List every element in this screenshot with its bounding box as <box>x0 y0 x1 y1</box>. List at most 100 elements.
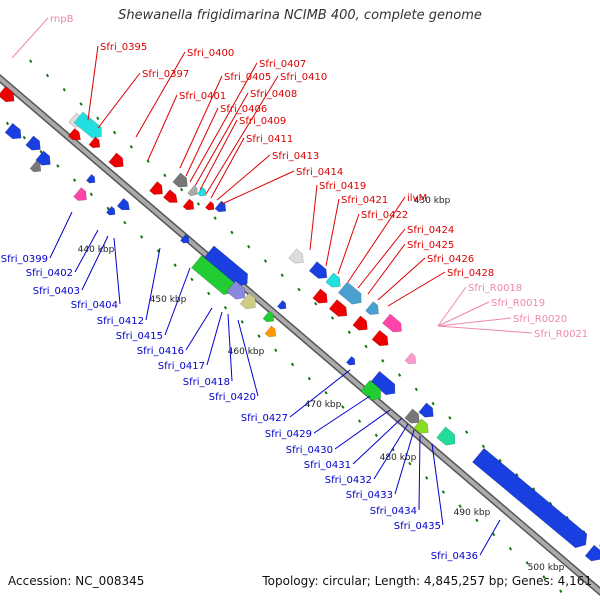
bottom-label-12: Sfri_0430 <box>286 445 333 456</box>
outer-tick-dot <box>431 401 435 406</box>
bottom-label-13-leader <box>352 417 403 465</box>
bottom-label-10: Sfri_0427 <box>241 413 288 424</box>
forward-gene-0 <box>0 85 15 103</box>
outer-tick-dot <box>364 344 368 349</box>
reverse-gene-1 <box>25 135 41 151</box>
top-label-3-leader <box>135 51 186 138</box>
inner-tick-dot <box>475 518 479 523</box>
forward-gene-8 <box>187 185 198 197</box>
reverse-gene-6 <box>106 206 116 216</box>
reverse-gene-0-shape <box>4 122 22 140</box>
rna-label-2: Sfri_R0020 <box>513 314 567 325</box>
top-label-18: Sfri_0424 <box>407 225 454 236</box>
reverse-gene-9-shape <box>203 245 248 287</box>
inner-tick-dot <box>441 490 446 494</box>
bottom-label-7: Sfri_0417 <box>158 361 205 372</box>
kbp-mark: 490 kbp <box>454 508 491 518</box>
outer-tick-dot <box>180 187 184 192</box>
bottom-label-8-leader <box>227 313 233 382</box>
reverse-gene-18-shape <box>360 379 381 401</box>
top-label-1-leader <box>87 45 99 121</box>
forward-gene-11-shape <box>182 198 195 211</box>
rna-label-3: Sfri_R0021 <box>534 329 588 340</box>
top-label-13-leader <box>221 170 295 205</box>
top-label-5: Sfri_0405 <box>224 72 271 83</box>
reverse-gene-18 <box>360 379 381 401</box>
forward-gene-15 <box>308 261 328 279</box>
bottom-label-2: Sfri_0403 <box>33 286 80 297</box>
top-label-2: Sfri_0397 <box>142 69 189 80</box>
bottom-label-4: Sfri_0412 <box>97 316 144 327</box>
forward-gene-21-shape <box>328 299 348 317</box>
bottom-label-17: Sfri_0435 <box>394 521 441 532</box>
forward-gene-4 <box>88 136 101 149</box>
inner-tick-dot <box>324 391 328 395</box>
top-label-7-leader <box>189 62 258 183</box>
top-label-1: Sfri_0395 <box>100 42 147 53</box>
bottom-label-7-leader <box>206 311 223 366</box>
forward-gene-15-shape <box>308 261 328 279</box>
bottom-label-11-leader <box>313 395 371 434</box>
forward-gene-13-shape <box>214 200 227 213</box>
bottom-label-6: Sfri_0416 <box>137 346 184 357</box>
bottom-label-1: Sfri_0402 <box>26 268 73 279</box>
outer-tick-dot <box>263 259 268 263</box>
outer-tick-dot <box>247 244 251 249</box>
top-label-9-leader <box>199 119 238 191</box>
forward-gene-8-shape <box>187 185 198 197</box>
reverse-gene-10-shape <box>191 255 235 295</box>
forward-gene-6-shape <box>149 181 163 195</box>
inner-tick-dot <box>559 589 563 594</box>
top-label-20-leader <box>377 257 426 301</box>
forward-gene-11 <box>182 198 195 211</box>
inner-tick-dot <box>290 362 295 367</box>
forward-gene-10 <box>163 189 178 203</box>
forward-gene-2-shape <box>73 111 102 139</box>
outer-tick-dot <box>280 273 284 277</box>
top-label-19: Sfri_0425 <box>407 240 454 251</box>
reverse-gene-13-shape <box>262 310 275 323</box>
reverse-gene-7 <box>116 197 130 211</box>
forward-gene-10-shape <box>163 189 178 203</box>
top-label-9: Sfri_0409 <box>239 116 286 127</box>
reverse-gene-0 <box>4 122 22 140</box>
accession-text: Accession: NC_008345 <box>8 574 145 588</box>
top-label-4: Sfri_0401 <box>179 91 226 102</box>
bottom-label-12-leader <box>334 409 391 450</box>
forward-gene-6 <box>149 181 163 195</box>
forward-gene-12 <box>205 201 215 211</box>
reverse-gene-12-shape <box>239 292 256 310</box>
top-label-18-leader <box>357 228 406 289</box>
bottom-label-4-leader <box>145 247 161 321</box>
outer-tick-dot <box>498 458 502 463</box>
top-label-11-leader <box>210 137 245 199</box>
rna-label-0-leader <box>437 286 467 327</box>
rna-label-2-leader <box>437 317 512 327</box>
reverse-gene-20-shape <box>418 402 434 418</box>
bottom-label-18: Sfri_0436 <box>431 551 478 562</box>
outer-tick-dot <box>163 173 167 178</box>
outer-tick-dot <box>45 73 50 78</box>
outer-tick-dot <box>414 387 418 392</box>
forward-gene-20-shape <box>312 288 328 304</box>
inner-tick-dot <box>274 348 278 353</box>
top-label-0: rnpB <box>50 14 74 25</box>
inner-tick-dot <box>207 291 211 296</box>
forward-gene-16-shape <box>325 272 341 288</box>
inner-tick-dot <box>240 320 244 324</box>
reverse-gene-4-shape <box>73 187 87 201</box>
bottom-label-15-leader <box>394 429 415 495</box>
forward-gene-4-shape <box>88 136 101 149</box>
bottom-label-3-leader <box>113 237 121 305</box>
top-label-17: ilvM <box>407 193 427 204</box>
bottom-label-15: Sfri_0433 <box>346 490 393 501</box>
inner-tick-dot <box>56 164 60 168</box>
reverse-gene-3-shape <box>29 160 42 173</box>
inner-tick-dot <box>5 121 10 126</box>
forward-gene-13 <box>214 200 227 213</box>
reverse-gene-2-shape <box>35 150 51 166</box>
kbp-mark: 450 kbp <box>150 295 187 305</box>
reverse-gene-5-shape <box>86 174 96 184</box>
reverse-gene-16 <box>346 356 356 366</box>
top-label-12: Sfri_0413 <box>272 151 319 162</box>
